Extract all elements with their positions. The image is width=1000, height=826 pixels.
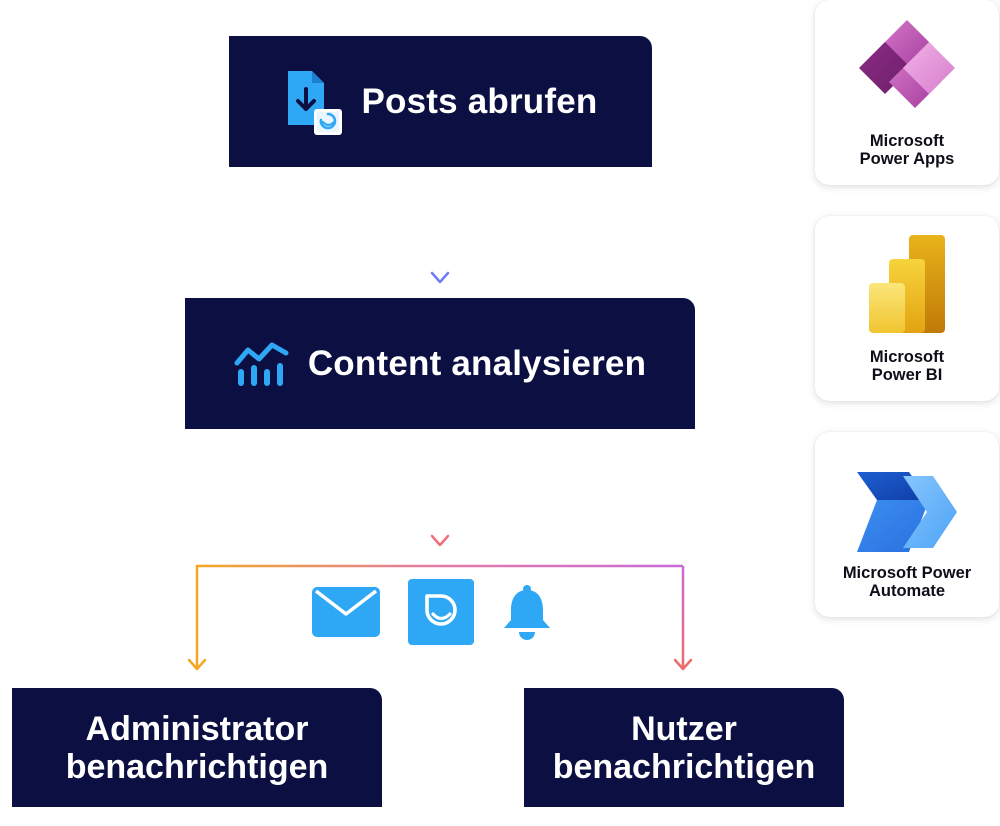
- tool-label-line1: Microsoft Power: [842, 564, 972, 582]
- power-bi-logo: [815, 233, 999, 335]
- step-nutzer-benachrichtigen: Nutzer benachrichtigen: [524, 688, 844, 807]
- tool-card-power-bi: Microsoft Power BI: [815, 216, 999, 401]
- bell-icon: [501, 584, 553, 647]
- arrow-branch: [187, 564, 693, 671]
- tool-label-line2: Power Apps: [859, 150, 955, 168]
- staffbase-chat-icon: [408, 579, 474, 650]
- step-title-line2: benachrichtigen: [65, 747, 329, 786]
- step-posts-abrufen: Posts abrufen: [229, 36, 652, 167]
- step-content-analysieren: Content analysieren: [185, 298, 695, 429]
- arrow-posts-to-content: [430, 180, 450, 284]
- power-automate-logo: [815, 470, 999, 554]
- step-title-line1: Administrator: [85, 709, 309, 748]
- tool-label-line1: Microsoft: [869, 132, 945, 150]
- tool-label-line2: Automate: [868, 582, 946, 600]
- tool-label-line1: Microsoft: [869, 348, 945, 366]
- step-title: Content analysieren: [307, 343, 647, 383]
- step-title-line1: Nutzer: [631, 709, 737, 748]
- tool-label-line2: Power BI: [871, 366, 943, 384]
- arrow-content-to-notify: [430, 443, 450, 547]
- step-administrator-benachrichtigen: Administrator benachrichtigen: [12, 688, 382, 807]
- step-title-line2: benachrichtigen: [552, 747, 816, 786]
- download-file-icon: [284, 67, 344, 137]
- step-title: Posts abrufen: [361, 81, 598, 121]
- mail-icon: [312, 587, 380, 642]
- analytics-chart-icon: [234, 339, 290, 389]
- tool-card-power-apps: Microsoft Power Apps: [815, 0, 999, 185]
- tool-card-power-automate: Microsoft Power Automate: [815, 432, 999, 617]
- power-apps-logo: [815, 16, 999, 120]
